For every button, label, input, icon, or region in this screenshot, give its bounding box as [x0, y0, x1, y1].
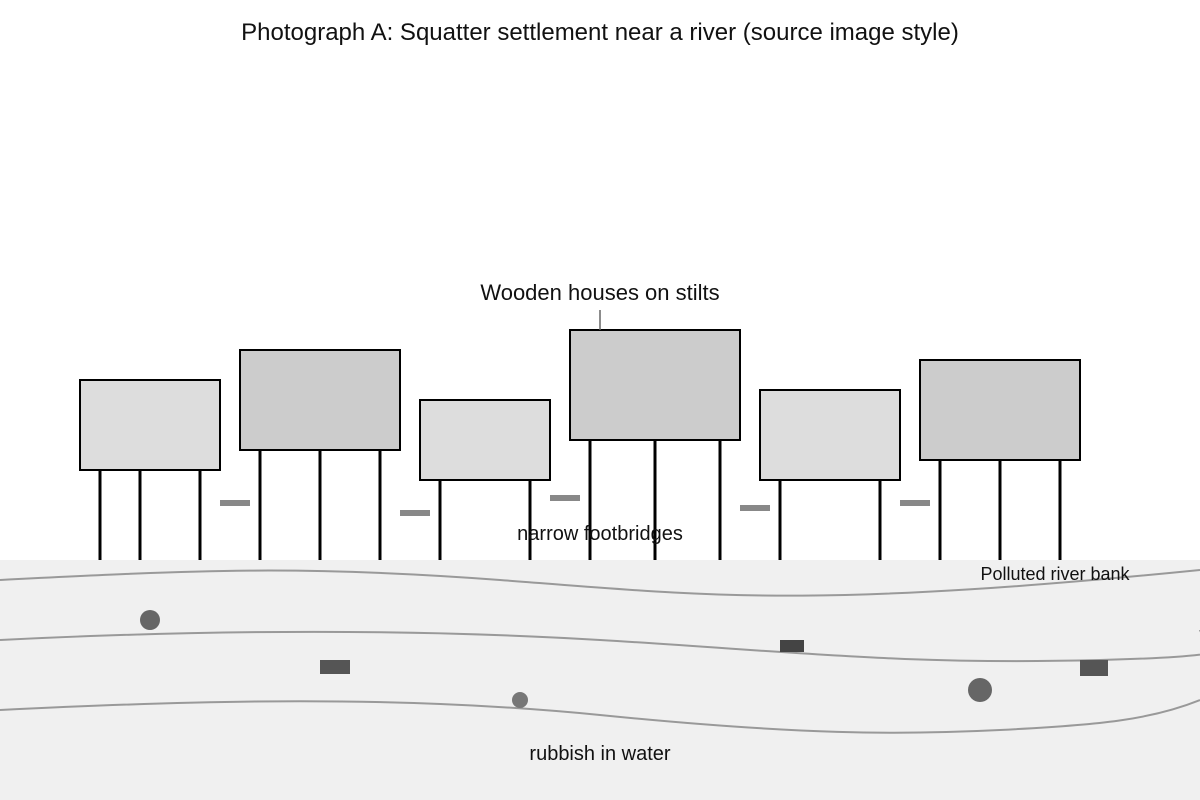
footbridge — [740, 505, 770, 511]
house — [419, 399, 551, 481]
footbridge — [400, 510, 430, 516]
stilts — [98, 440, 1062, 560]
rubbish-item — [512, 692, 528, 708]
rubbish-items — [140, 610, 1108, 708]
house — [79, 379, 221, 471]
rubbish-item — [140, 610, 160, 630]
river-bank-label: Polluted river bank — [980, 564, 1130, 584]
footbridges-label: narrow footbridges — [517, 523, 683, 545]
figure-title: Photograph A: Squatter settlement near a… — [241, 19, 959, 46]
houses — [79, 329, 1081, 481]
rubbish-label: rubbish in water — [529, 743, 671, 765]
houses-label: Wooden houses on stilts — [480, 280, 719, 305]
house — [919, 359, 1081, 461]
water-ripple-line — [0, 699, 1200, 734]
house — [239, 349, 401, 451]
footbridge — [900, 500, 930, 506]
house — [569, 329, 741, 441]
footbridge — [220, 500, 250, 506]
footbridge — [550, 495, 580, 501]
house — [759, 389, 901, 481]
rubbish-item — [320, 660, 350, 674]
water-ripple-line — [0, 630, 1200, 663]
rubbish-item — [780, 640, 804, 652]
footbridges — [220, 495, 930, 516]
rubbish-item — [1080, 660, 1108, 676]
water-ripple-line — [0, 569, 1200, 597]
rubbish-item — [968, 678, 992, 702]
river-area — [0, 560, 1200, 800]
